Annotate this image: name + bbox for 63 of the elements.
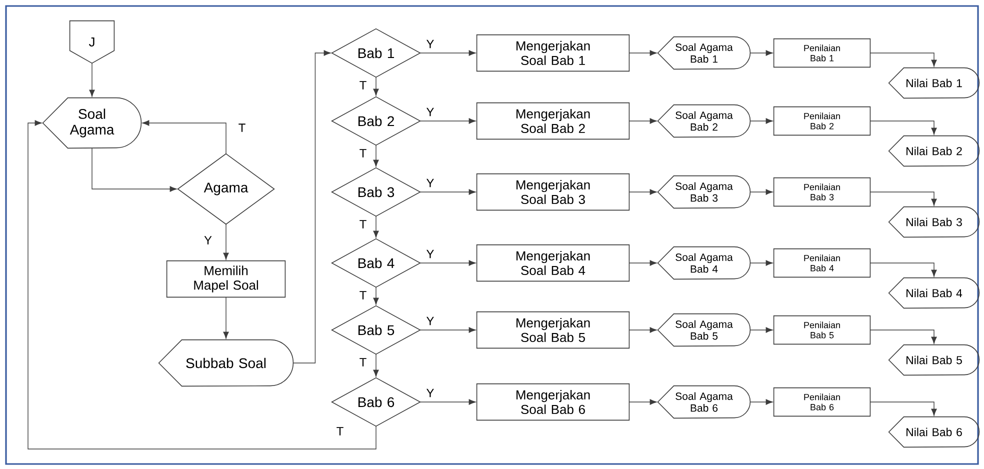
edge-label: Y	[425, 38, 436, 50]
arrow	[628, 260, 657, 266]
edge-label: T	[358, 357, 368, 368]
process-box: Penilaian Bab 3	[773, 177, 871, 207]
edge-label: T	[335, 426, 345, 436]
arrow	[420, 50, 476, 56]
arrow	[628, 399, 657, 405]
arrow	[373, 216, 379, 238]
edge-label: T	[358, 219, 368, 230]
process-box: Mengerjakan Soal Bab 5	[476, 311, 630, 349]
arrow	[292, 50, 331, 364]
arrow	[750, 399, 773, 405]
process-box: Mengerjakan Soal Bab 6	[476, 383, 630, 421]
arrow	[870, 330, 937, 344]
process-box: Mengerjakan Soal Bab 3	[476, 173, 630, 211]
arrow	[223, 224, 229, 260]
arrow	[373, 286, 379, 305]
arrow	[750, 327, 773, 333]
edge-label: Y	[425, 106, 436, 118]
edge-label: Y	[425, 178, 436, 188]
arrow	[628, 118, 657, 124]
arrow	[870, 262, 937, 277]
edge-label: Y	[203, 235, 213, 246]
process-box: Penilaian Bab 5	[773, 315, 871, 345]
process-box: Penilaian Bab 2	[773, 106, 871, 136]
arrow	[750, 118, 773, 124]
edge-label: Y	[425, 248, 436, 260]
process-box: Penilaian Bab 6	[773, 387, 871, 417]
arrow	[142, 120, 226, 154]
process-box: Mengerjakan Soal Bab 2	[476, 102, 630, 140]
process-box: Mengerjakan Soal Bab 4	[476, 244, 630, 282]
arrow	[870, 52, 937, 67]
arrow	[750, 189, 773, 195]
arrow	[420, 189, 476, 195]
arrow	[628, 189, 657, 195]
arrow	[420, 327, 476, 333]
arrow	[92, 148, 177, 192]
arrow	[420, 399, 476, 405]
arrow	[628, 327, 657, 333]
process-box: Mengerjakan Soal Bab 1	[476, 34, 630, 72]
edge-label: Y	[425, 316, 436, 326]
arrow	[750, 50, 773, 56]
arrow	[420, 118, 476, 124]
process-box: Penilaian Bab 1	[773, 38, 871, 68]
edge-label: T	[358, 148, 368, 158]
process-box: Penilaian Bab 4	[773, 248, 871, 278]
arrow	[223, 296, 229, 339]
arrow	[870, 192, 937, 206]
process-box: Memilih Mapel Soal	[166, 260, 286, 298]
arrow	[28, 120, 376, 450]
arrow	[373, 76, 379, 96]
arrow	[870, 120, 937, 135]
edge-label: T	[358, 80, 368, 90]
arrow	[373, 354, 379, 377]
edge-label: Y	[425, 388, 436, 398]
arrow	[870, 402, 937, 416]
arrow	[750, 260, 773, 266]
arrow	[89, 62, 95, 97]
arrow	[373, 144, 379, 167]
edge-label: T	[237, 122, 247, 133]
arrow	[628, 50, 657, 56]
arrow	[420, 260, 476, 266]
edge-label: T	[358, 290, 368, 300]
